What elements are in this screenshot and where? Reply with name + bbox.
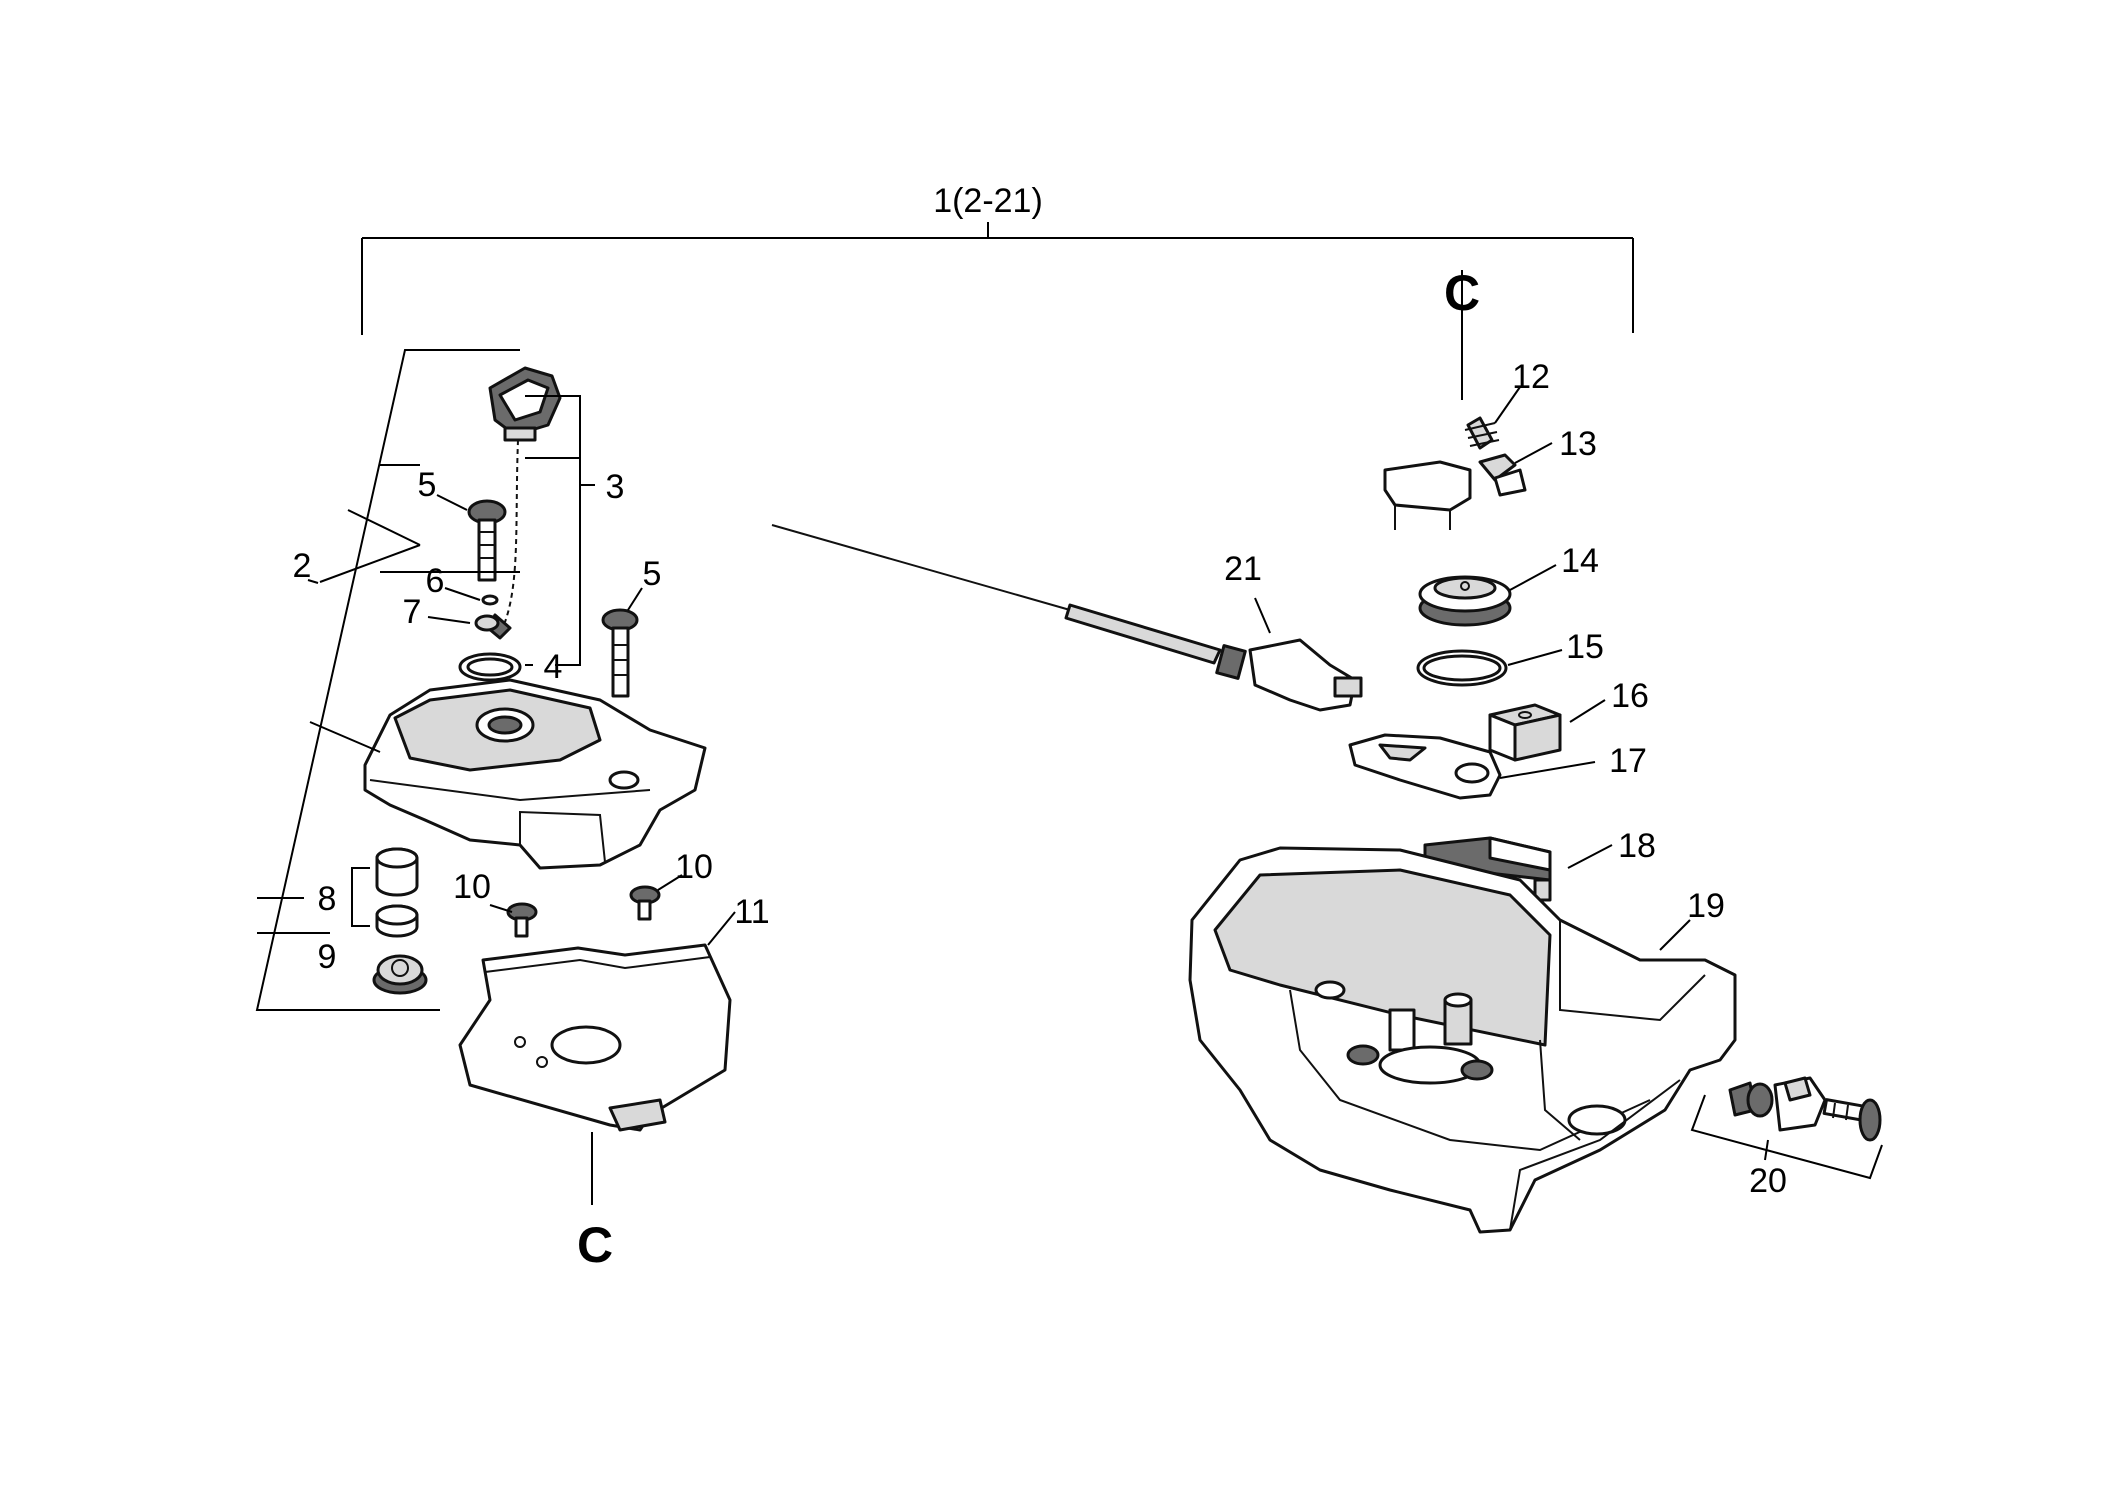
control-cable-part bbox=[771, 524, 1363, 712]
callout-11: 11 bbox=[734, 893, 769, 931]
o-ring-large-part bbox=[1416, 649, 1508, 687]
reference-label-bottom: C bbox=[577, 1217, 613, 1273]
callout-9: 9 bbox=[318, 938, 337, 976]
o-ring-small-part bbox=[458, 652, 522, 682]
small-washer-part bbox=[481, 594, 499, 606]
adjuster-screw-part bbox=[1728, 1076, 1882, 1142]
base-plate-part bbox=[458, 943, 732, 1132]
assembly-bracket: 1(2-21) bbox=[361, 182, 1634, 335]
callout-10-left: 10 bbox=[453, 868, 491, 906]
small-screw-a-part bbox=[506, 902, 538, 938]
callout-20: 20 bbox=[1749, 1162, 1787, 1200]
callout-16: 16 bbox=[1611, 677, 1649, 715]
callout-numbers: 2 3 4 5 5 6 7 8 9 10 10 11 12 13 14 15 1… bbox=[293, 358, 1787, 1200]
callout-10-right: 10 bbox=[675, 848, 713, 886]
callout-14: 14 bbox=[1561, 542, 1599, 580]
filter-pads-part bbox=[351, 847, 419, 938]
lower-housing-part bbox=[1188, 846, 1737, 1234]
tank-housing-part bbox=[363, 678, 707, 870]
item-2-bracket bbox=[255, 349, 520, 1011]
leader-lines bbox=[307, 270, 1883, 1205]
callout-4: 4 bbox=[544, 648, 563, 686]
small-screw-b-part bbox=[629, 885, 661, 921]
callout-21: 21 bbox=[1224, 550, 1262, 588]
callout-5-right: 5 bbox=[643, 555, 662, 593]
callout-2: 2 bbox=[293, 547, 312, 585]
callout-5-left: 5 bbox=[418, 466, 437, 504]
callout-19: 19 bbox=[1687, 887, 1725, 925]
screw-left-part bbox=[467, 499, 507, 582]
foam-block-part bbox=[1488, 703, 1562, 762]
callout-18: 18 bbox=[1618, 827, 1656, 865]
reference-label-top: C bbox=[1444, 265, 1480, 321]
screw-right-part bbox=[601, 608, 639, 698]
callout-13: 13 bbox=[1559, 425, 1597, 463]
hex-nut-part bbox=[372, 954, 428, 995]
callout-3: 3 bbox=[606, 468, 625, 506]
valve-plate-part bbox=[1348, 733, 1502, 800]
callout-15: 15 bbox=[1566, 628, 1604, 666]
callout-17: 17 bbox=[1609, 742, 1647, 780]
callout-12: 12 bbox=[1512, 358, 1550, 396]
lever-part bbox=[1383, 453, 1527, 530]
callout-8: 8 bbox=[318, 880, 337, 918]
diaphragm-part bbox=[1418, 575, 1512, 627]
assembly-label: 1(2-21) bbox=[933, 182, 1043, 220]
callout-7: 7 bbox=[403, 593, 422, 631]
callout-6: 6 bbox=[426, 562, 445, 600]
spring-part bbox=[1464, 416, 1500, 450]
small-plug-part bbox=[474, 614, 500, 632]
